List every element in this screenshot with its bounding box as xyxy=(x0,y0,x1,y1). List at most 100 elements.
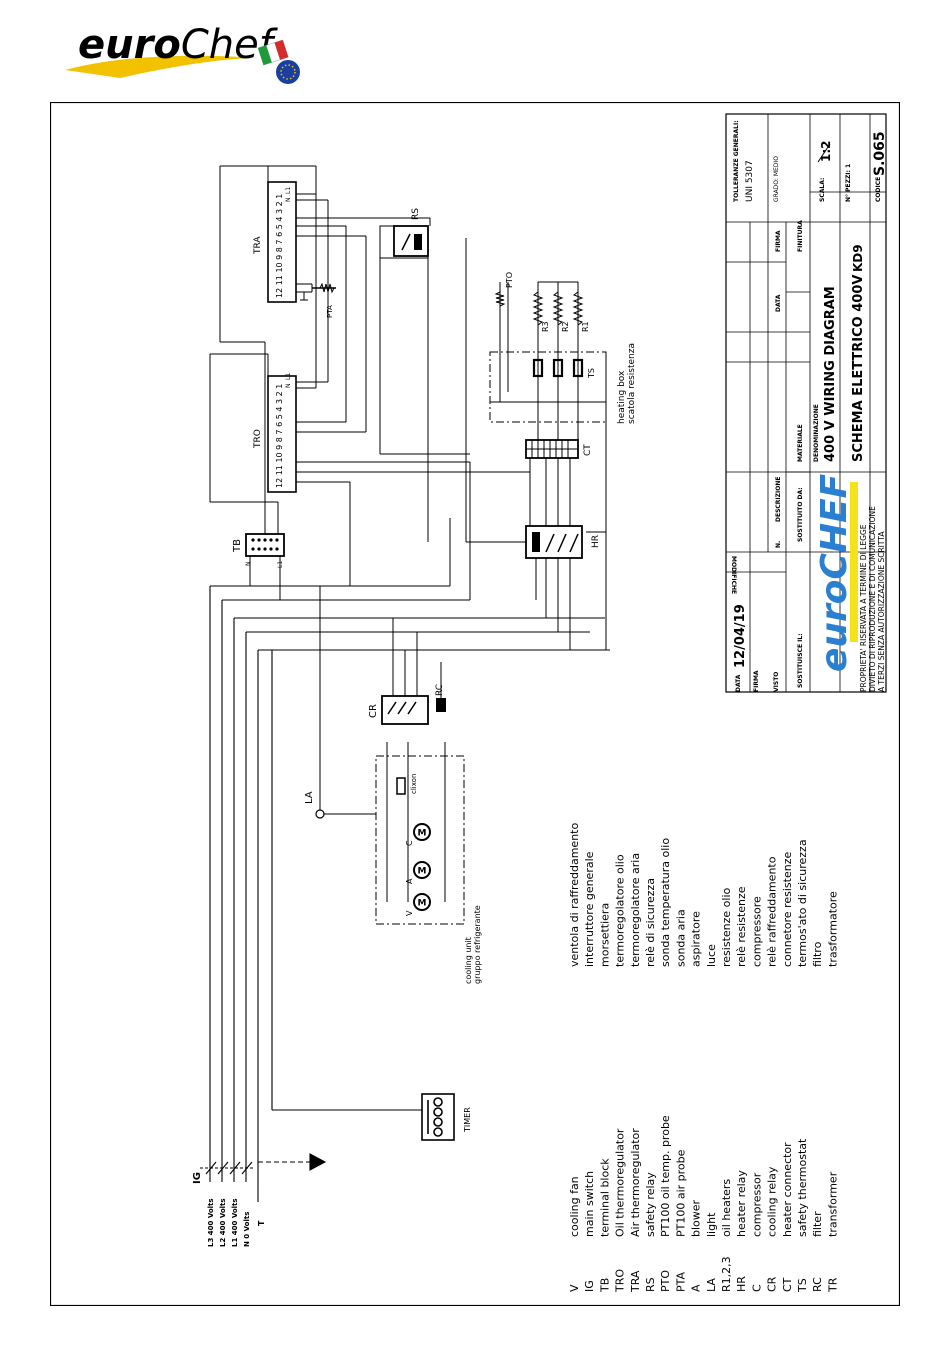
sostituisce-label: SOSTITUISCE IL: xyxy=(797,633,804,688)
legend-italian: relè raffreddamento xyxy=(766,856,779,967)
legend-english: filter xyxy=(811,1211,824,1237)
heater-connector-ct: CT xyxy=(525,402,593,526)
logo-swoosh xyxy=(65,55,260,78)
legend-code: RC xyxy=(811,1277,824,1292)
legend-code: TRO xyxy=(614,1269,627,1293)
legend-english: safety thermostat xyxy=(796,1138,809,1237)
svg-text:M: M xyxy=(418,899,427,909)
pta-label: PTA xyxy=(326,305,334,318)
legend-code: LA xyxy=(705,1278,718,1292)
finitura-label: FINITURA xyxy=(797,220,804,252)
heater-r3: R3 xyxy=(532,282,550,402)
rs-label: RS xyxy=(411,208,421,220)
legend-code: CR xyxy=(766,1276,779,1292)
safety-thermostat-ts: TS xyxy=(532,358,596,379)
tb-label: TB xyxy=(232,539,243,553)
filter-rc: RC xyxy=(435,662,446,712)
legend-english: blower xyxy=(690,1199,703,1237)
legend-code: IG xyxy=(583,1280,596,1292)
brand-underline xyxy=(850,482,858,642)
main-switch-symbol xyxy=(200,1161,255,1175)
legend-english: Oil thermoregulator xyxy=(614,1128,627,1237)
legend-italian: interruttore generale xyxy=(583,851,596,967)
heater-relay-hr: HR xyxy=(349,352,607,650)
motor-c-label: C xyxy=(405,840,414,846)
legend-italian: trasformatore xyxy=(826,891,839,967)
motor-c-icon: M xyxy=(413,823,431,841)
legend-code: HR xyxy=(735,1276,748,1292)
la-label: LA xyxy=(304,791,315,804)
firma-col-label: FIRMA xyxy=(775,230,782,252)
safety-relay-rs: RS xyxy=(379,208,470,542)
clixon-icon xyxy=(396,777,406,795)
tra-terminals: 12 11 10 9 8 7 6 5 4 3 2 1 xyxy=(275,194,284,298)
legend-english: light xyxy=(705,1212,718,1237)
legend-code: PTO xyxy=(659,1270,672,1292)
denominazione-label: DENOMINAZIONE xyxy=(813,404,820,462)
eurochef-logo: euroChef xyxy=(65,22,300,84)
legend-english: PT100 air probe xyxy=(674,1149,687,1237)
drawing-sheet: L3 400 Volts L2 400 Volts L1 400 Volts N… xyxy=(50,102,900,1306)
legend-code: PTA xyxy=(674,1272,687,1292)
scala-arrow-icon xyxy=(817,143,831,163)
supply-l2-label: L2 400 Volts xyxy=(219,1198,227,1247)
earth-symbol xyxy=(257,1153,327,1202)
codice-value: S.065 xyxy=(872,131,888,176)
tra-l1-label: L1 xyxy=(285,187,292,194)
cooling-unit: M M M V A C clixon cooling unit gruppo r… xyxy=(375,742,482,984)
legend-code: CT xyxy=(781,1277,794,1292)
legend-english: safety relay xyxy=(644,1172,657,1237)
ig-label: IG xyxy=(192,1172,203,1184)
tb-n-label: N xyxy=(245,562,252,567)
heating-box: heating box scatola resistenza PTO R3 R2… xyxy=(489,272,637,424)
motor-v-label: V xyxy=(405,910,414,916)
legend-italian: filtro xyxy=(811,941,824,967)
legend-english: terminal block xyxy=(598,1158,611,1237)
firma-label: FIRMA xyxy=(753,670,760,692)
rc-label: RC xyxy=(435,684,445,696)
legend-english: transformer xyxy=(826,1171,839,1237)
legend-english: Air thermoregulator xyxy=(629,1128,642,1237)
supply-labels: L3 400 Volts L2 400 Volts L1 400 Volts N… xyxy=(192,1172,266,1247)
legend-code: TRA xyxy=(629,1270,642,1293)
cr-label: CR xyxy=(368,704,379,718)
ct-label: CT xyxy=(583,444,593,456)
tra-label: TRA xyxy=(253,236,263,255)
flag-icon xyxy=(257,39,289,66)
legend-code: A xyxy=(690,1284,703,1292)
legend-italian: sonda aria xyxy=(674,909,687,967)
tro-l1-label: L1 xyxy=(285,373,292,380)
legend-code: C xyxy=(750,1284,763,1292)
cooling-relay-cr: CR xyxy=(368,618,429,725)
heating-box-label-it: scatola resistenza xyxy=(627,343,637,424)
legend-code: R1,2,3 xyxy=(720,1256,733,1292)
legend-italian: termoregolatore aria xyxy=(629,853,642,967)
tro-terminals: 12 11 10 9 8 7 6 5 4 3 2 1 xyxy=(275,384,284,488)
clixon-label: clixon xyxy=(410,774,418,794)
legend-english: heater relay xyxy=(735,1170,748,1237)
svg-text:M: M xyxy=(418,867,427,877)
n-label: N. xyxy=(775,541,782,548)
heater-r2: R2 xyxy=(552,282,570,402)
motor-v-icon: M xyxy=(413,893,431,911)
legend-italian: termos'ato di sicurezza xyxy=(796,839,809,967)
grado-label: GRADO: MEDIO xyxy=(773,156,780,202)
supply-l1-label: L1 400 Volts xyxy=(231,1198,239,1247)
legend-italian: connetore resistenze xyxy=(781,852,794,967)
data-label: DATA xyxy=(735,674,742,692)
motor-a-icon: M xyxy=(413,861,431,879)
visto-label: VISTO xyxy=(773,672,780,692)
logo-word-euro: euro xyxy=(78,22,181,68)
legend-english: main switch xyxy=(583,1171,596,1237)
timer-label: TIMER xyxy=(463,1107,472,1133)
motor-a-label: A xyxy=(405,878,414,884)
legend-english: compressor xyxy=(750,1172,763,1237)
r2-label: R2 xyxy=(561,321,570,332)
cooling-unit-label-en: cooling unit xyxy=(464,937,473,984)
hr-label: HR xyxy=(591,535,601,548)
tolleranze-label: TOLLERANZE GENERALI: xyxy=(733,120,740,202)
supply-t-label: T xyxy=(257,1220,266,1226)
legend-english: oil heaters xyxy=(720,1179,733,1237)
legend-italian: sonda temperatura olio xyxy=(659,838,672,967)
